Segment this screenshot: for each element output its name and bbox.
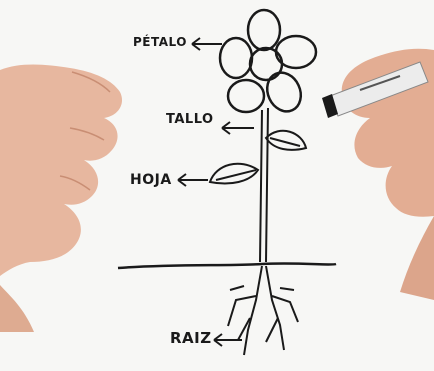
label-tallo: TALLO [166,112,214,127]
arrow-tallo-icon [222,122,254,134]
label-hoja: HOJA [130,172,172,188]
stem [260,108,268,262]
ground-line [118,263,336,268]
arrow-petalo-icon [192,38,222,50]
roots [228,266,298,355]
arrow-icons [178,38,254,346]
flower-petals [220,10,316,117]
left-hand [0,65,122,333]
arrow-hoja-icon [178,174,208,186]
arrow-raiz-icon [214,334,242,346]
label-raiz: RAIZ [170,329,212,347]
leaves [210,131,306,184]
label-petalo: PÉTALO [133,35,187,49]
